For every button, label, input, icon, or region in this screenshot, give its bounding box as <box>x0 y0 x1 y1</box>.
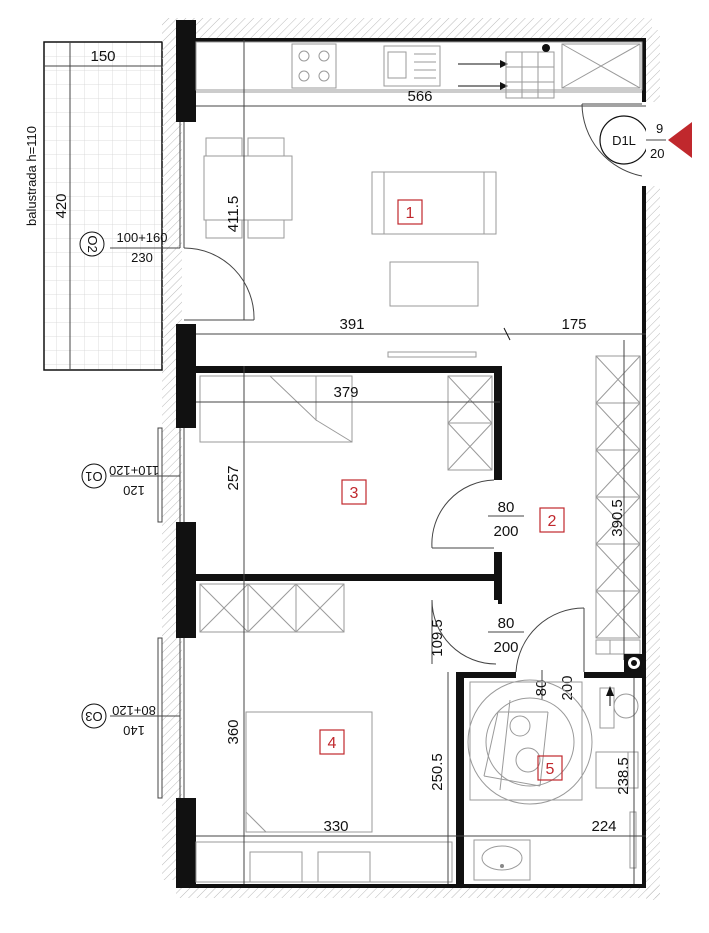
door-r3-swing <box>431 479 495 549</box>
balcony-width-dim: 150 <box>90 48 115 65</box>
kitchen-width-dim: 566 <box>407 88 432 105</box>
stove-icon <box>291 43 337 89</box>
window-o3-height: 140 <box>123 723 145 738</box>
door-bath-width: 80 <box>533 680 550 697</box>
hall-wardrobe <box>595 355 641 655</box>
walls <box>157 20 646 888</box>
arrow-up-icon <box>606 686 614 696</box>
turning-circle-icon <box>467 679 593 805</box>
bedroom3-width-dim: 379 <box>333 384 358 401</box>
window-o3-label: O3 <box>85 709 102 724</box>
room-5-box <box>537 755 563 781</box>
room-3-label: 3 <box>350 485 359 502</box>
sofa-icon <box>371 171 497 235</box>
hall-lower-height-dim: 250.5 <box>429 753 446 791</box>
room-2-box <box>539 507 565 533</box>
utility-grid-icon <box>505 44 555 99</box>
door-hall-swing <box>431 599 497 665</box>
entrance-height-partial: 20 <box>650 146 664 161</box>
exterior-hatch-top <box>182 18 652 40</box>
bedroom3-height-dim: 257 <box>225 465 242 490</box>
kitchen <box>195 41 643 99</box>
bathroom: 80 200 <box>467 607 639 881</box>
bath-height-dim: 238.5 <box>615 757 632 795</box>
shower-area <box>469 681 583 801</box>
window-o1-label: O1 <box>85 469 102 484</box>
coffee-table-icon <box>389 261 479 307</box>
exterior-hatch-bottom <box>176 886 660 898</box>
window-o2-circle <box>79 231 105 257</box>
room-1-label: 1 <box>406 205 415 222</box>
living-width-right-dim: 175 <box>561 316 586 333</box>
entrance-door-swing <box>581 103 643 177</box>
entrance-marker-icon <box>668 122 692 158</box>
room-5-label: 5 <box>546 761 555 778</box>
hall-height-dim: 390.5 <box>609 499 626 537</box>
bed-icon-room3 <box>199 375 353 443</box>
window-o3: O3 80+120 140 <box>81 703 180 738</box>
window-o2: O2 100+160 230 <box>79 230 180 265</box>
window-o1-size: 110+120 <box>109 463 159 478</box>
balcony: 150 420 balustrada h=110 <box>24 41 163 371</box>
riser-icon <box>624 654 644 672</box>
window-o3-size: 80+120 <box>112 703 156 718</box>
bedroom4-width-dim: 330 <box>323 818 348 835</box>
living-width-left-dim: 391 <box>339 316 364 333</box>
exterior-hatch-right <box>646 30 660 900</box>
balcony-railing-label: balustrada h=110 <box>24 126 39 226</box>
bed-icon-room4 <box>245 711 373 833</box>
washbasin-icon <box>473 839 531 881</box>
window-o3-circle <box>81 703 107 729</box>
wardrobe-icon-room4 <box>199 583 345 633</box>
bath-width-dim: 224 <box>591 818 616 835</box>
door-bath-height: 200 <box>559 675 576 700</box>
door-r3-width: 80 <box>498 499 515 516</box>
room-4-box <box>319 729 345 755</box>
bedroom-3 <box>199 375 493 471</box>
toilet-icon <box>595 687 639 789</box>
balcony-door-swing <box>183 247 255 321</box>
window-o1: O1 110+120 120 <box>81 463 180 498</box>
tv-stand-icon <box>387 351 477 358</box>
sink-icon <box>383 45 441 87</box>
window-o1-height: 120 <box>123 483 145 498</box>
entrance-label: D1L <box>612 133 636 148</box>
entrance-width-partial: 9 <box>656 121 663 136</box>
door-r3-height: 200 <box>493 523 518 540</box>
living-room <box>203 137 497 358</box>
room-3-box <box>341 479 367 505</box>
radiator-icon <box>629 811 637 869</box>
room-1-box <box>397 199 423 225</box>
bedroom4-height-dim: 360 <box>225 719 242 744</box>
wheelchair-icon <box>483 699 549 791</box>
door-bath-swing <box>515 607 585 673</box>
bedroom-4 <box>195 583 453 883</box>
door-hall-width: 80 <box>498 615 515 632</box>
window-o1-circle <box>81 463 107 489</box>
balcony-height-dim: 420 <box>53 193 70 218</box>
exterior-hatch-left <box>162 18 182 880</box>
dining-table-icon <box>203 155 293 221</box>
window-o2-height: 230 <box>131 250 153 265</box>
window-o2-size: 100+160 <box>117 230 168 245</box>
room-labels: 1 2 3 4 5 <box>319 199 565 781</box>
window-o2-label: O2 <box>85 235 100 252</box>
entrance-door: D1L 9 20 <box>581 102 692 186</box>
living-height-dim: 411.5 <box>225 196 242 232</box>
balcony-floor <box>43 41 163 371</box>
room-2-label: 2 <box>548 513 557 530</box>
fridge-icon <box>561 43 641 89</box>
door-hall-height: 200 <box>493 639 518 656</box>
room-4-label: 4 <box>328 735 337 752</box>
desk-icon-room4 <box>195 841 453 883</box>
wall-stub-dim: 109.5 <box>429 619 446 657</box>
